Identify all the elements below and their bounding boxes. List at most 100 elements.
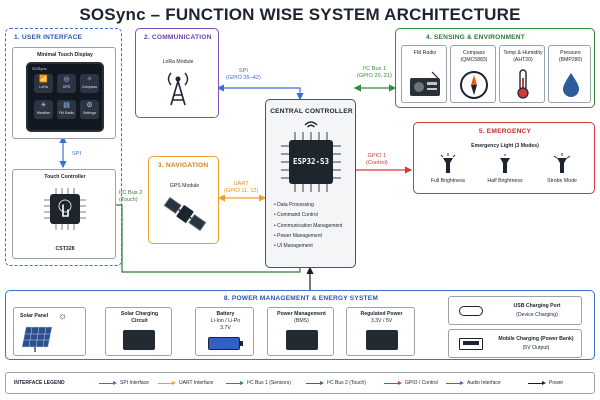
battery-icon	[208, 337, 240, 350]
legend-label: I²C Bus 2 (Touch)	[327, 380, 366, 386]
touch-controller-label: Touch Controller	[44, 174, 86, 180]
usb-c-icon	[459, 306, 483, 316]
chip-name: ESP32-S3	[292, 157, 330, 166]
legend-arrowhead	[240, 381, 244, 385]
legend-arrowhead	[398, 381, 402, 385]
sensing-section: 4. SENSING & ENVIRONMENT FM Radio Compas…	[395, 28, 595, 108]
usb-port-block[interactable]: USB Charging Port (Device Charging)	[448, 296, 582, 325]
gpio-emergency-label: GPIO 1(Control)	[366, 153, 388, 166]
i2c-touch-label: I²C Bus 2(Touch)	[119, 190, 143, 203]
central-controller-section: CENTRAL CONTROLLER ESP32-S3 • Data Proce…	[265, 99, 356, 268]
mode-half[interactable]: Half Brightness	[479, 151, 531, 191]
flashlight-icon	[553, 153, 571, 173]
legend-arrowhead	[460, 381, 464, 385]
legend-label: UART Interface	[179, 380, 214, 386]
bms-board-icon	[286, 330, 318, 350]
spi-ui-label: SPI	[72, 151, 82, 157]
function-item: • Power Management	[274, 232, 322, 239]
touch-display[interactable]: SOSync 📶LoRa ◎GPS ✧Compass ☀Weather ▤FM …	[26, 62, 104, 132]
i2c-touch-wire	[115, 204, 301, 273]
function-item: • Communication Management	[274, 222, 343, 229]
legend-line	[99, 383, 114, 384]
fm-radio-sensor: FM Radio	[401, 45, 447, 103]
power-section: 8. POWER MANAGEMENT & ENERGY SYSTEM Sola…	[5, 290, 595, 360]
app-settings[interactable]: ⚙Settings	[80, 100, 99, 119]
controller-title: CENTRAL CONTROLLER	[270, 108, 353, 115]
mode-full[interactable]: Full Brightness	[422, 151, 474, 191]
radio-icon	[410, 71, 440, 96]
communication-section: 2. COMMUNICATION LoRa Module	[135, 28, 219, 118]
gps-module-label: GPS Module	[169, 183, 200, 189]
legend-arrowhead	[172, 381, 176, 385]
sensing-title: 4. SENSING & ENVIRONMENT	[426, 34, 525, 41]
legend-line	[528, 383, 543, 384]
mode-strobe[interactable]: Strobe Mode	[536, 151, 588, 191]
i2c-sensors-label: I²C Bus 1(GPIO 20, 21)	[357, 66, 392, 79]
compass-sensor: Compass (QMC5883)	[450, 45, 496, 103]
app-weather[interactable]: ☀Weather	[34, 100, 53, 119]
touch-controller-panel: Touch Controller CST328	[12, 169, 116, 259]
sun-icon: ☼	[58, 311, 68, 322]
user-interface-title: 1. USER INTERFACE	[14, 34, 83, 41]
communication-title: 2. COMMUNICATION	[144, 34, 212, 41]
navigation-title: 3. NAVIGATION	[158, 162, 209, 169]
solar-charging-block: Solar Charging Circuit	[105, 307, 172, 356]
power-title: 8. POWER MANAGEMENT & ENERGY SYSTEM	[223, 295, 379, 302]
pressure-sensor: Pressure (BMP280)	[548, 45, 591, 103]
function-item: • UI Management	[274, 243, 313, 249]
touch-chip-icon	[44, 188, 86, 230]
navigation-section: 3. NAVIGATION GPS Module	[148, 156, 219, 244]
satellite-icon	[163, 196, 207, 232]
usb-a-icon	[459, 338, 483, 350]
flashlight-icon	[500, 154, 510, 173]
legend-label: GPIO / Control	[405, 380, 438, 386]
app-gps[interactable]: ◎GPS	[57, 74, 76, 93]
app-lora[interactable]: 📶LoRa	[34, 74, 53, 93]
radio-icon: ▤	[63, 102, 70, 109]
touch-chip-label: CST328	[55, 246, 75, 252]
charging-board-icon	[123, 330, 155, 350]
regulator-board-icon	[366, 330, 398, 350]
user-interface-section: 1. USER INTERFACE Minimal Touch Display …	[5, 28, 122, 266]
solar-panel-icon	[21, 326, 53, 352]
mobile-charging-block[interactable]: Mobile Charging (Power Bank) (5V Output)	[448, 329, 582, 358]
legend-label: SPI Interface	[120, 380, 149, 386]
controller-functions: • Data Processing • Command Control • Co…	[274, 202, 354, 249]
legend-label: Audio Interface	[467, 380, 501, 386]
lora-module-label: LoRa Module	[162, 59, 194, 65]
weather-icon: ☀	[40, 102, 47, 109]
app-compass[interactable]: ✧Compass	[80, 74, 99, 93]
emergency-section: 5. EMERGENCY Emergency Light (3 Modes) F…	[413, 122, 595, 194]
legend-line	[226, 383, 241, 384]
esp32-chip-icon	[281, 132, 341, 192]
app-fm-radio[interactable]: ▤FM Radio	[57, 100, 76, 119]
wifi-icon	[304, 121, 318, 128]
display-panel: Minimal Touch Display SOSync 📶LoRa ◎GPS …	[12, 47, 116, 139]
emergency-light-header: Emergency Light (3 Modes)	[471, 143, 539, 149]
page-title: SOSync – FUNCTION WISE SYSTEM ARCHITECTU…	[79, 5, 521, 24]
display-label: Minimal Touch Display	[37, 52, 93, 58]
antenna-icon	[167, 72, 189, 106]
legend-arrowhead	[113, 381, 117, 385]
gps-icon: ◎	[63, 76, 70, 83]
legend-line	[446, 383, 461, 384]
temp-humidity-sensor: Temp & Humidity (AHT20)	[499, 45, 545, 103]
display-status-bar: SOSync	[32, 66, 47, 71]
uart-gps-label: UART(GPIO 11, 12)	[224, 181, 259, 194]
legend-label: I²C Bus 1 (Sensors)	[247, 380, 291, 386]
function-item: • Data Processing	[274, 202, 314, 208]
solar-panel-block: Solar Panel ☼	[13, 307, 86, 356]
legend-label: Power	[549, 380, 564, 386]
legend-line	[384, 383, 399, 384]
gear-icon: ⚙	[86, 102, 93, 109]
lora-icon: 📶	[39, 76, 48, 83]
legend-arrowhead	[320, 381, 324, 385]
compass-icon: ✧	[86, 76, 93, 83]
function-item: • Command Control	[274, 212, 318, 219]
spi-lora-wire	[216, 84, 304, 101]
water-drop-icon	[563, 73, 579, 97]
regulated-power-block: Regulated Power 3.3V / 5V	[346, 307, 415, 356]
legend-line	[306, 383, 321, 384]
legend-line	[158, 383, 173, 384]
